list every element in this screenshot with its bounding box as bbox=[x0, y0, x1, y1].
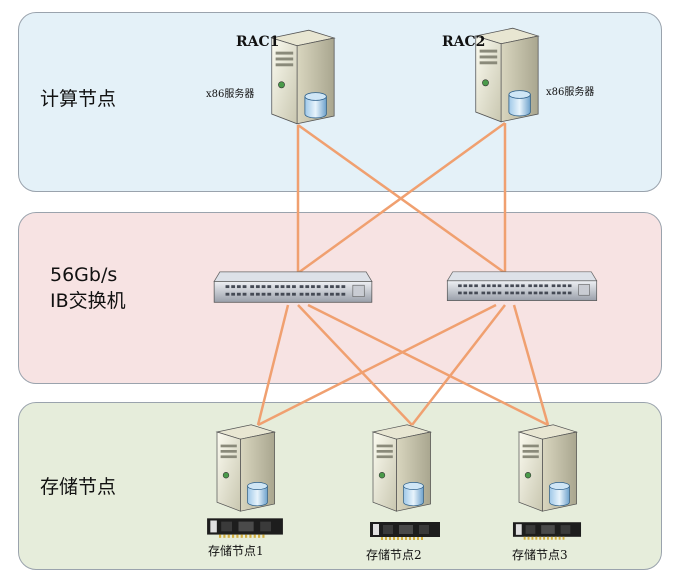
link-switch2-stor3 bbox=[512, 304, 550, 426]
rac1-desc: x86服务器 bbox=[206, 89, 255, 100]
link-switch1-stor1 bbox=[256, 304, 290, 426]
link-switch1-stor3 bbox=[307, 303, 549, 427]
storage-card-1-icon bbox=[207, 518, 283, 538]
link-switch1-stor2 bbox=[297, 304, 413, 426]
storage-server-3-icon bbox=[518, 424, 578, 512]
compute-tier-panel bbox=[18, 12, 662, 192]
rac2-desc: x86服务器 bbox=[546, 87, 595, 98]
ib-switch-2-icon bbox=[446, 271, 598, 302]
storage-server-2-icon bbox=[372, 424, 432, 512]
storage-server-1-icon bbox=[216, 424, 276, 512]
storage-node-1-caption: 存储节点1 bbox=[208, 544, 264, 558]
links bbox=[256, 121, 550, 427]
storage-card-3-icon bbox=[512, 522, 582, 540]
link-switch2-stor2 bbox=[411, 304, 506, 426]
compute-tier-label: 计算节点 bbox=[40, 88, 117, 110]
storage-card-2-icon bbox=[370, 522, 440, 540]
switch-tier-label: 56Gb/s IB交换机 bbox=[50, 264, 126, 312]
link-switch2-stor1 bbox=[257, 303, 497, 427]
storage-node-2-caption: 存储节点2 bbox=[366, 548, 422, 562]
rac1-title: RAC1 bbox=[236, 34, 280, 50]
ib-switch-1-icon bbox=[213, 271, 373, 303]
rac2-title: RAC2 bbox=[442, 34, 486, 50]
link-rac2-switch1 bbox=[297, 121, 506, 275]
storage-node-3-caption: 存储节点3 bbox=[512, 548, 568, 562]
storage-tier-label: 存储节点 bbox=[40, 476, 117, 498]
rac1-server-icon bbox=[271, 29, 335, 125]
